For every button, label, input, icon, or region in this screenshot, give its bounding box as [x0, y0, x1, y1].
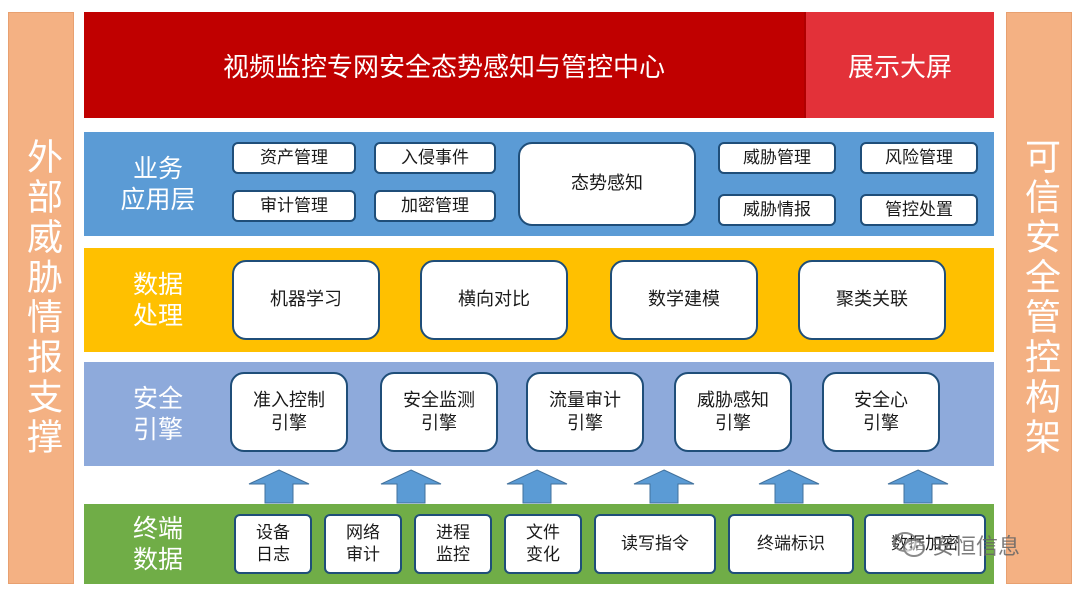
horizontal-comparison-box: 横向对比: [420, 260, 568, 340]
math-modeling-box: 数学建模: [610, 260, 758, 340]
encryption-management-box: 加密管理: [374, 190, 496, 222]
engine-layer-label-line2: 引擎: [132, 415, 183, 444]
audit-management-box: 审计管理: [232, 190, 356, 222]
machine-learning-box: 机器学习: [232, 260, 380, 340]
terminal-layer-label-line2: 数据: [132, 545, 183, 574]
center-title: 视频监控专网安全态势感知与管控中心: [222, 52, 665, 83]
access-control-engine-box: 准入控制引擎: [230, 372, 348, 452]
title-bar: 视频监控专网安全态势感知与管控中心 展示大屏: [84, 12, 994, 118]
network-audit-box: 网络审计: [324, 514, 402, 574]
up-arrow-icon: [506, 469, 568, 504]
app-layer-label: 业务 应用层: [84, 132, 232, 236]
terminal-layer-label-line1: 终端: [132, 513, 183, 543]
external-threat-intel-column: 外部威胁情报支撑: [8, 12, 74, 584]
file-change-box: 文件变化: [504, 514, 582, 574]
cluster-correlation-box: 聚类关联: [798, 260, 946, 340]
terminal-data-layer: 终端 数据 设备日志 网络审计 进程监控 文件变化 读写指令 终端标识 数据加密: [84, 504, 994, 584]
risk-management-box: 风险管理: [860, 142, 978, 174]
terminal-layer-label: 终端 数据: [84, 504, 232, 584]
security-engine-layer: 安全 引擎 准入控制引擎 安全监测引擎 流量审计引擎 威胁感知引擎 安全心引擎: [84, 362, 994, 466]
up-arrow-icon: [380, 469, 442, 504]
up-arrow-icon: [633, 469, 695, 504]
watermark-text: 安恒信息: [932, 535, 1021, 560]
security-heart-engine-box: 安全心引擎: [822, 372, 940, 452]
data-processing-layer: 数据 处理 机器学习 横向对比 数学建模 聚类关联: [84, 248, 994, 352]
external-threat-intel-label: 外部威胁情报支撑: [21, 138, 62, 458]
intrusion-event-box: 入侵事件: [374, 142, 496, 174]
traffic-audit-engine-box: 流量审计引擎: [526, 372, 644, 452]
process-monitor-box: 进程监控: [414, 514, 492, 574]
display-screen-label: 展示大屏: [804, 12, 994, 118]
security-monitoring-engine-box: 安全监测引擎: [380, 372, 498, 452]
trusted-control-framework-column: 可信安全管控构架: [1006, 12, 1072, 584]
up-arrow-icon: [248, 469, 310, 504]
trusted-control-framework-label: 可信安全管控构架: [1019, 138, 1060, 458]
terminal-identity-box: 终端标识: [728, 514, 854, 574]
device-log-box: 设备日志: [234, 514, 312, 574]
threat-perception-engine-box: 威胁感知引擎: [674, 372, 792, 452]
situation-awareness-box: 态势感知: [518, 142, 696, 226]
watermark: 安恒信息: [892, 528, 1020, 562]
data-layer-label-line1: 数据: [132, 269, 183, 299]
asset-management-box: 资产管理: [232, 142, 356, 174]
up-arrow-icon: [887, 469, 949, 504]
up-arrow-icon: [758, 469, 820, 504]
threat-intel-box: 威胁情报: [718, 194, 836, 226]
data-layer-label: 数据 处理: [84, 248, 232, 352]
app-layer-label-line2: 应用层: [120, 185, 196, 214]
engine-layer-label-line1: 安全: [132, 383, 183, 413]
business-application-layer: 业务 应用层 资产管理 入侵事件 审计管理 加密管理 态势感知 威胁管理 风险管…: [84, 132, 994, 236]
control-disposal-box: 管控处置: [860, 194, 978, 226]
wechat-icon: [893, 532, 925, 557]
threat-management-box: 威胁管理: [718, 142, 836, 174]
engine-layer-label: 安全 引擎: [84, 362, 232, 466]
read-write-command-box: 读写指令: [594, 514, 716, 574]
app-layer-label-line1: 业务: [132, 153, 183, 183]
data-layer-label-line2: 处理: [132, 301, 183, 330]
